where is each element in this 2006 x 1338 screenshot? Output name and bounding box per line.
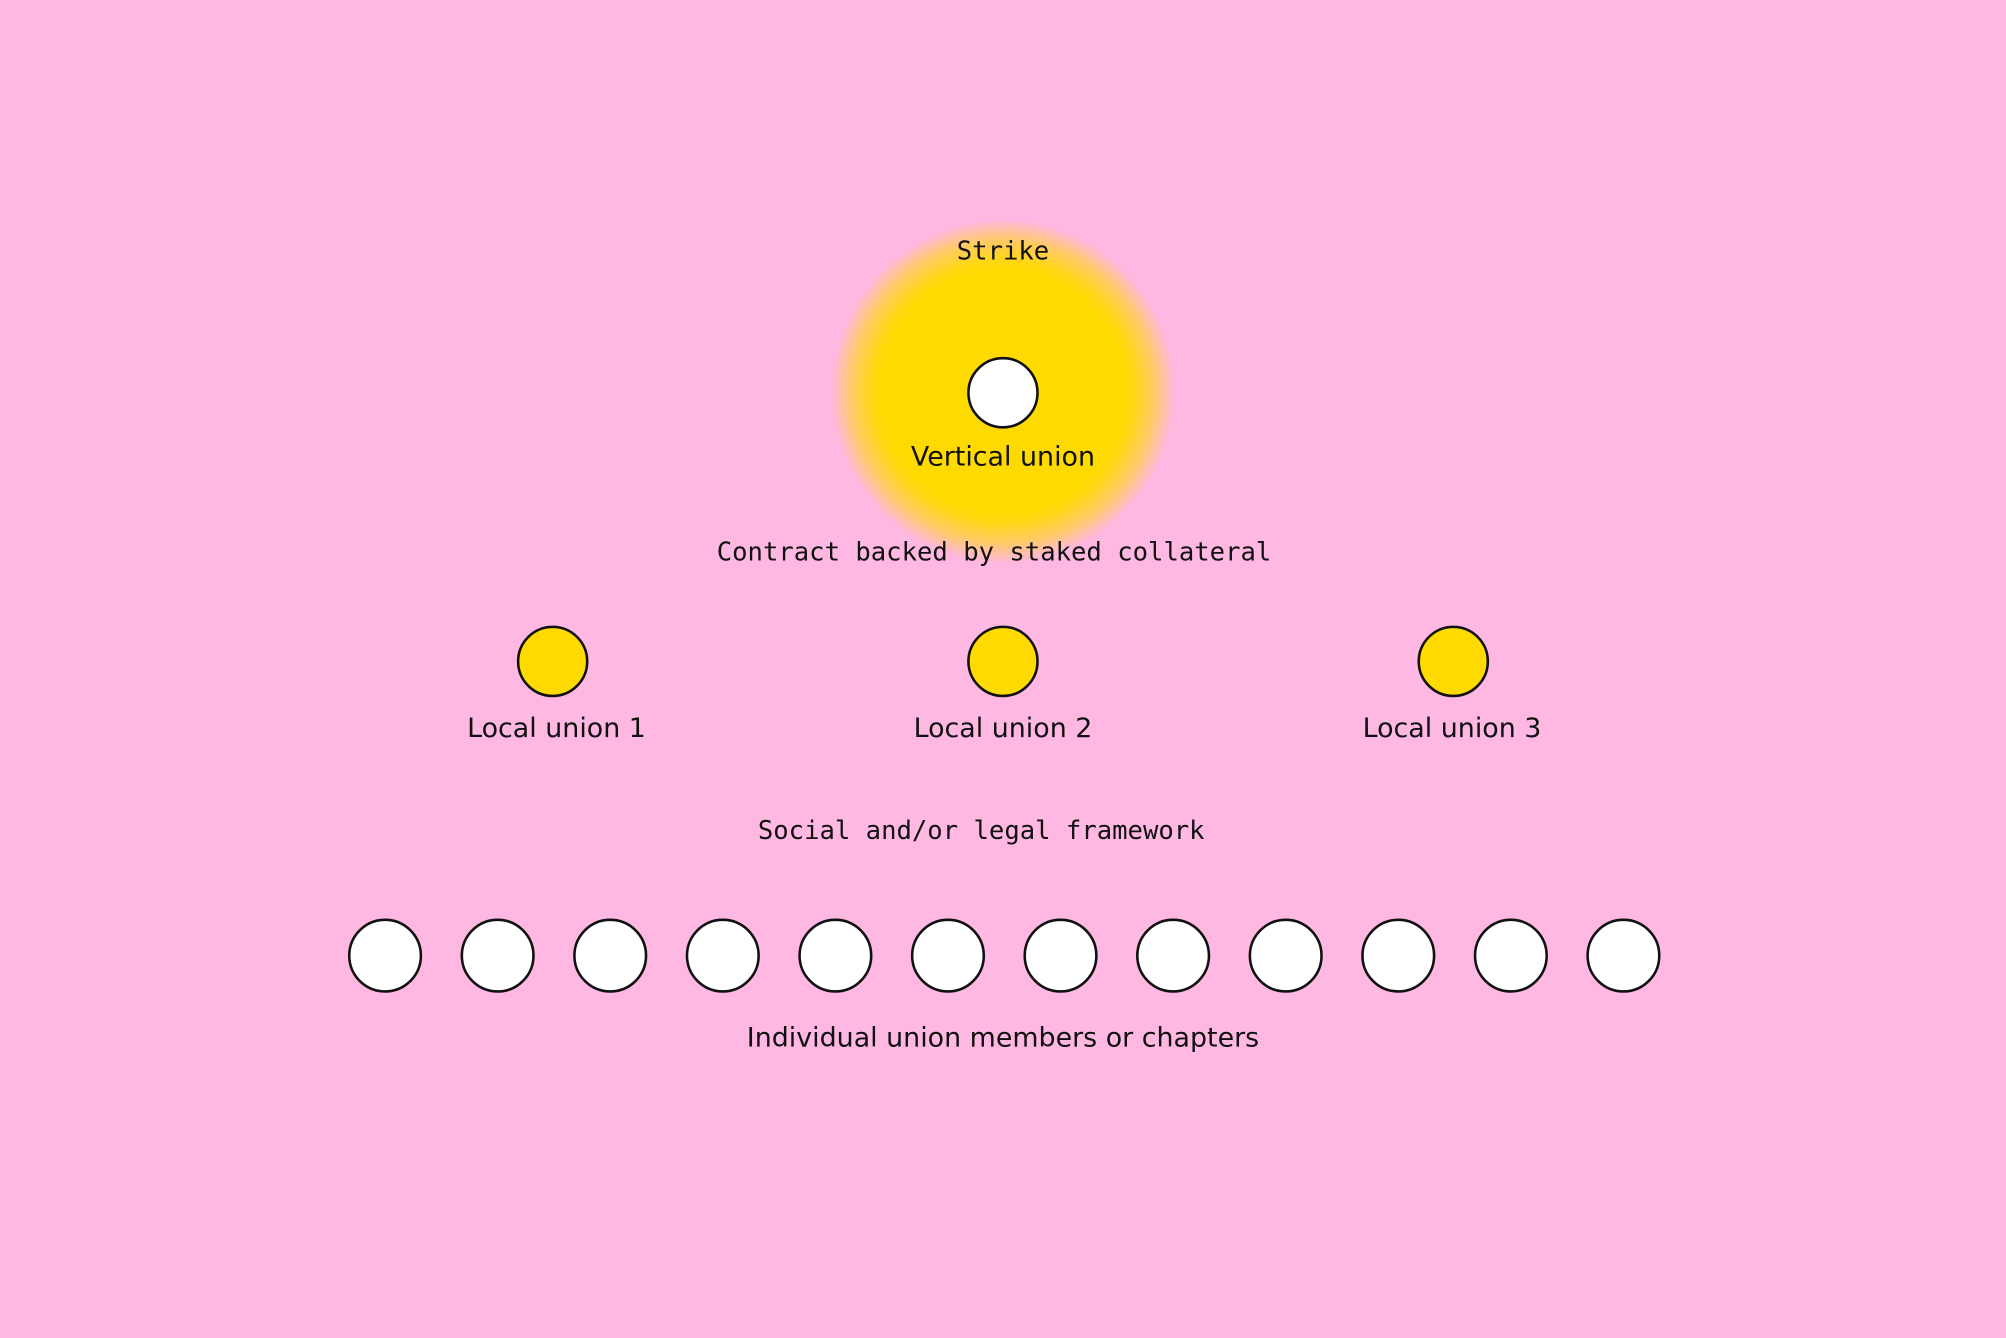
- local-union-2-node: [967, 625, 1039, 698]
- vertical-union-label: Vertical union: [910, 441, 1096, 473]
- framework-label: Social and/or legal framework: [757, 814, 1205, 846]
- local-union-3-label: Local union 3: [1362, 712, 1542, 744]
- member-node: [1023, 918, 1098, 993]
- vertical-union-node: [967, 356, 1039, 429]
- local-union-3-node: [1417, 625, 1490, 698]
- member-node: [798, 918, 873, 993]
- member-node: [1361, 918, 1436, 993]
- local-union-2-label: Local union 2: [913, 712, 1093, 744]
- member-node: [1586, 918, 1661, 993]
- local-union-1-node: [516, 625, 589, 698]
- member-node: [347, 918, 423, 993]
- strike-label: Strike: [956, 235, 1050, 267]
- member-node: [573, 918, 648, 993]
- local-union-1-label: Local union 1: [467, 712, 646, 744]
- member-node: [460, 918, 535, 993]
- member-node: [910, 918, 986, 993]
- members-label: Individual union members or chapters: [746, 1022, 1260, 1053]
- member-node: [685, 918, 760, 993]
- member-node: [1248, 918, 1323, 993]
- member-nodes-row: [347, 918, 1661, 993]
- member-node: [1473, 918, 1548, 993]
- contract-label: Contract backed by staked collateral: [716, 536, 1272, 567]
- member-node: [1136, 918, 1211, 993]
